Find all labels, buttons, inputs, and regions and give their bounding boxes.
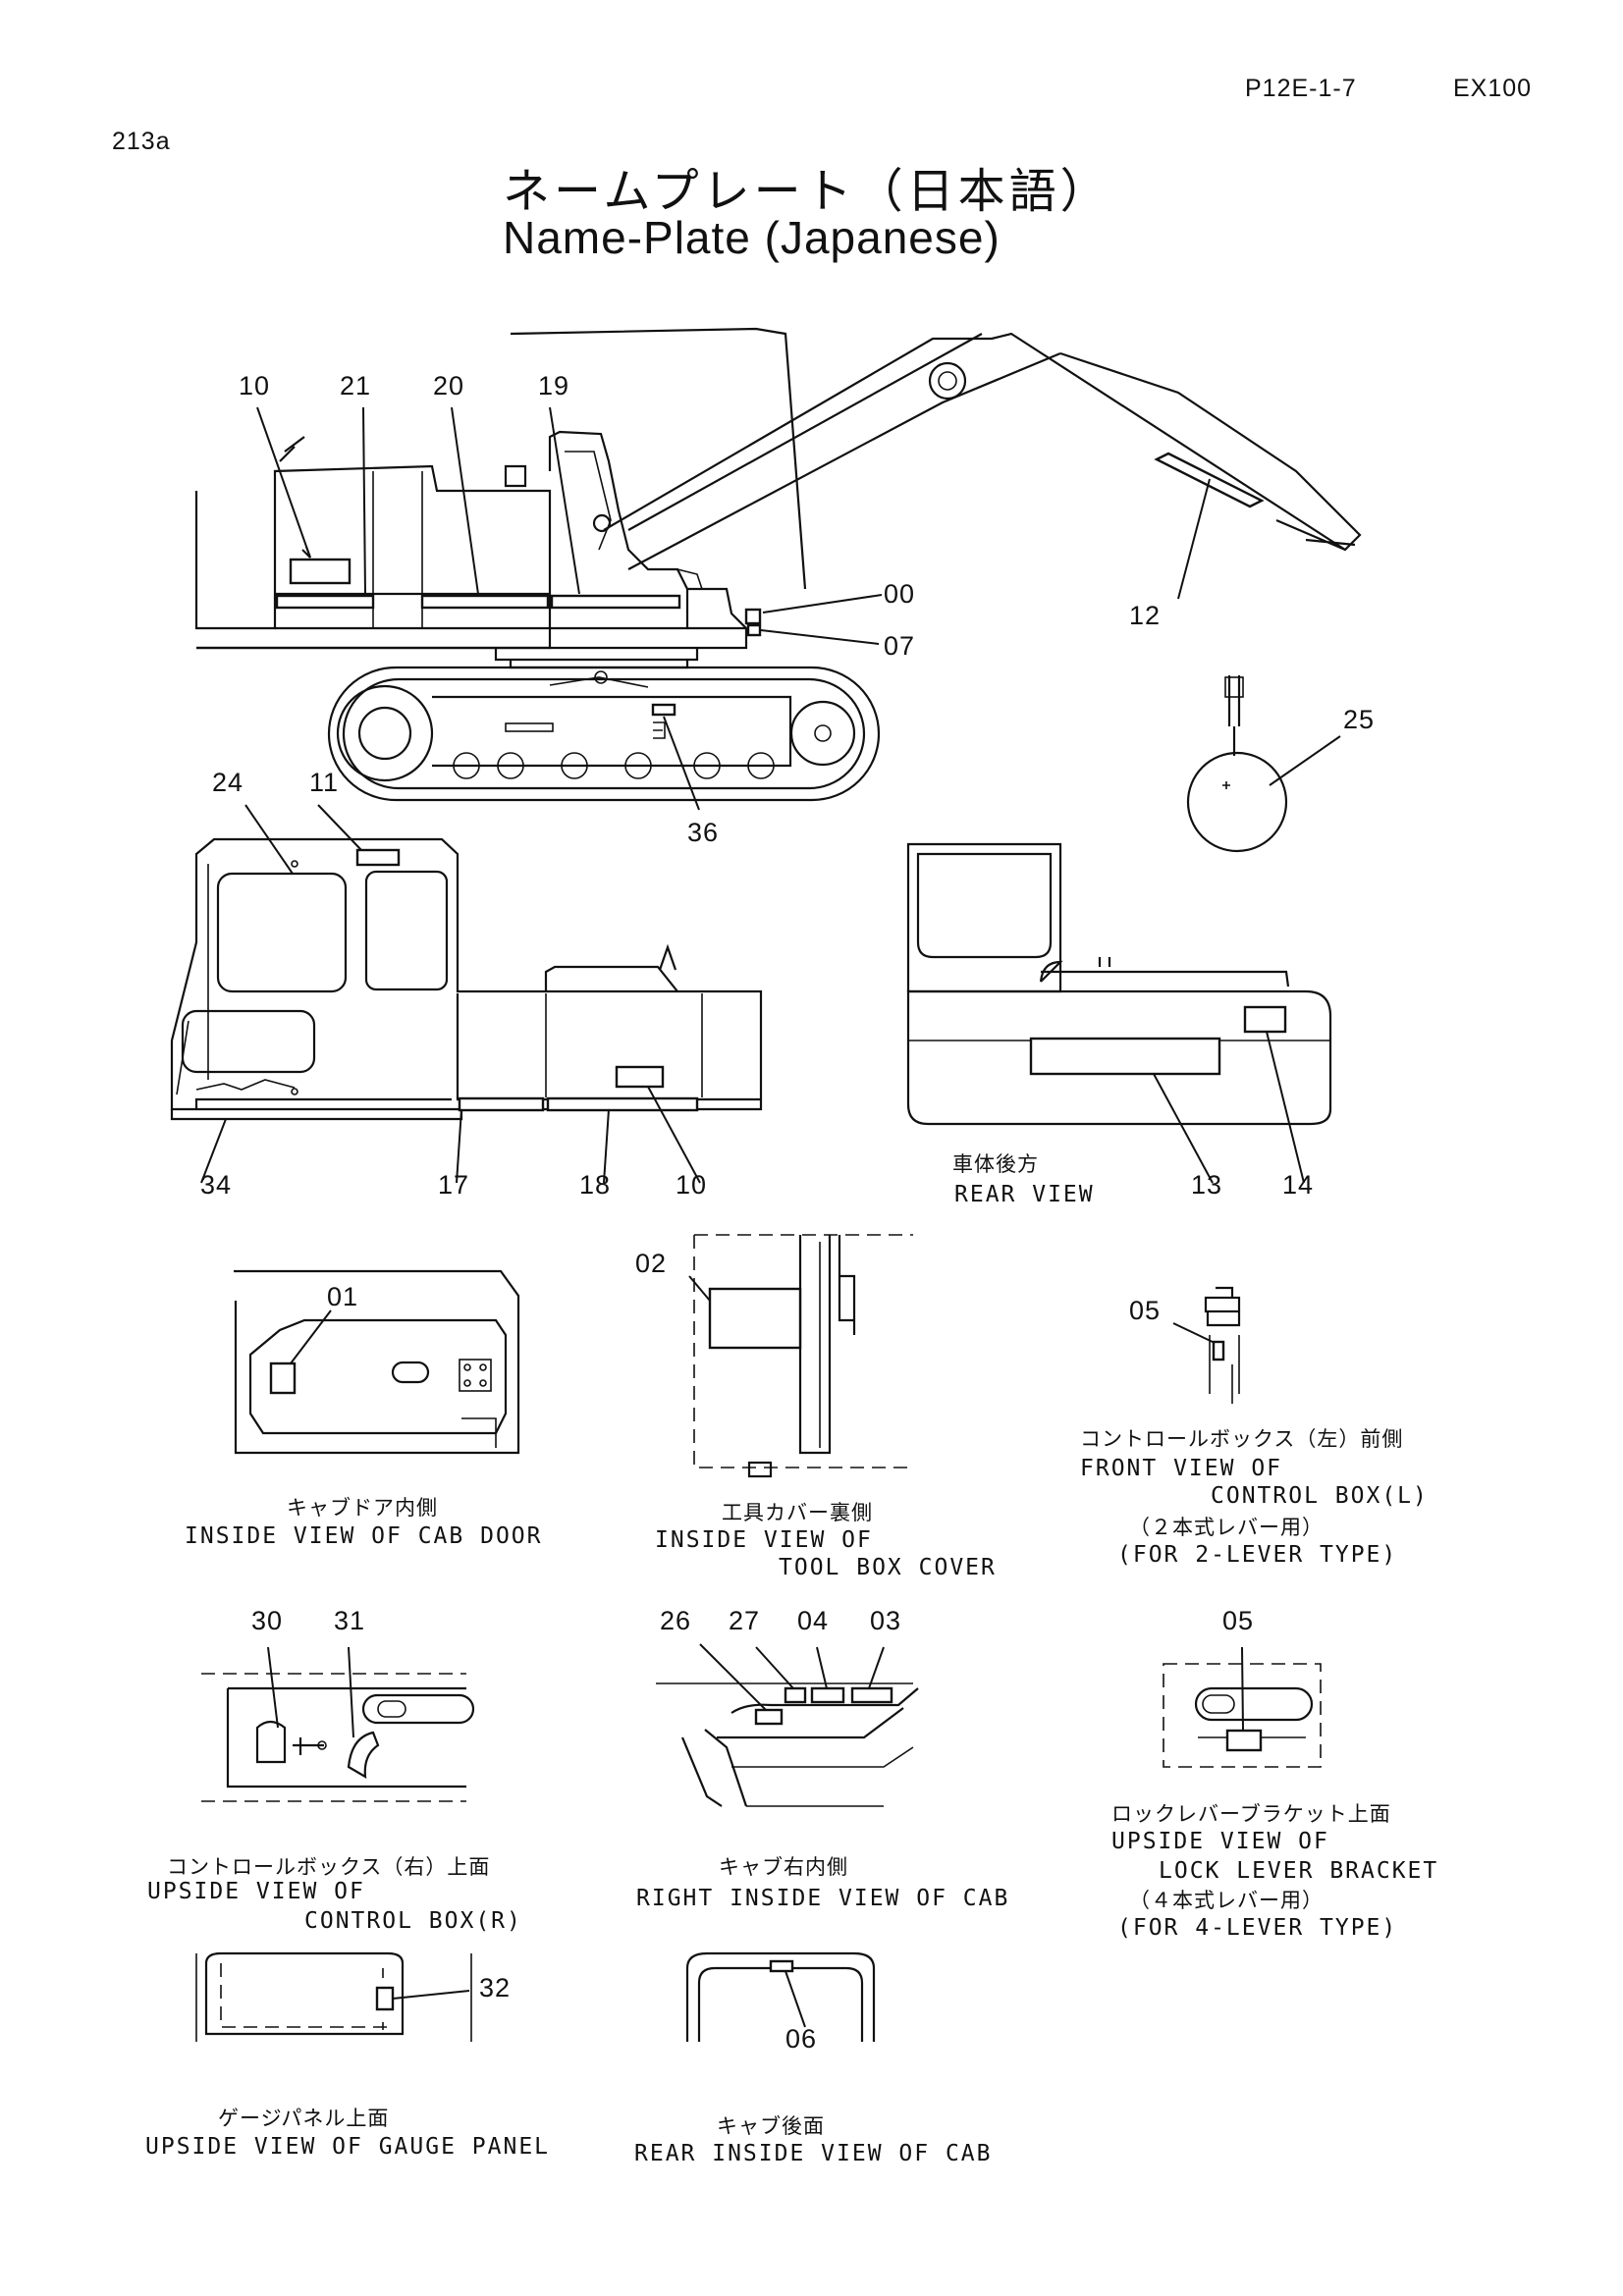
callout-19: 19 xyxy=(538,371,570,400)
callout-07: 07 xyxy=(884,631,916,661)
callout-14: 14 xyxy=(1282,1170,1315,1200)
model-label: EX100 xyxy=(1453,75,1533,102)
callout-00: 00 xyxy=(884,579,916,609)
cab-rear-inside-view xyxy=(685,1951,876,2042)
gauge-panel-upside-view xyxy=(195,1951,472,2042)
caption-cab-rear: REAR INSIDE VIEW OF CAB xyxy=(634,2141,993,2166)
callout-10-side: 10 xyxy=(239,371,271,400)
caption-control-box-l-1: FRONT VIEW OF xyxy=(1080,1456,1283,1481)
caption-lock-lever-2: LOCK LEVER BRACKET xyxy=(1159,1858,1439,1884)
callout-05-control-box: 05 xyxy=(1129,1296,1162,1325)
caption-cab-rear-jp: キャブ後面 xyxy=(717,2114,825,2138)
machine-rear-view xyxy=(906,842,1332,1126)
crawler-track xyxy=(327,666,881,802)
caption-control-box-r-jp: コントロールボックス（右）上面 xyxy=(167,1855,491,1879)
callout-12: 12 xyxy=(1129,601,1162,630)
caption-control-box-r-2: CONTROL BOX(R) xyxy=(304,1908,522,1934)
machine-left-side-view xyxy=(170,837,763,1121)
callout-36: 36 xyxy=(687,818,720,847)
tag-item-25 xyxy=(1186,675,1288,853)
lock-lever-bracket-upside-view xyxy=(1163,1663,1322,1768)
callout-05-lock-lever: 05 xyxy=(1222,1606,1255,1635)
callout-06: 06 xyxy=(785,2024,818,2054)
callout-11: 11 xyxy=(309,768,340,797)
callout-13: 13 xyxy=(1191,1170,1223,1200)
control-box-left-front-view xyxy=(1204,1286,1241,1404)
cab-right-inside-view xyxy=(656,1682,919,1807)
callout-03: 03 xyxy=(870,1606,902,1635)
callout-02: 02 xyxy=(635,1249,668,1278)
callout-01: 01 xyxy=(327,1282,359,1311)
callout-24: 24 xyxy=(212,768,244,797)
cab-door-inside-view xyxy=(234,1269,520,1455)
caption-control-box-l-jp: コントロールボックス（左）前側 xyxy=(1080,1427,1404,1451)
callout-21: 21 xyxy=(340,371,372,400)
callout-26: 26 xyxy=(660,1606,692,1635)
leader-lines xyxy=(200,406,1341,2028)
callout-30: 30 xyxy=(251,1606,284,1635)
caption-control-box-l-jp2: （２本式レバー用） xyxy=(1129,1516,1324,1539)
callout-27: 27 xyxy=(729,1606,761,1635)
doc-ref: P12E-1-7 xyxy=(1245,75,1357,102)
callout-32: 32 xyxy=(479,1973,512,2002)
caption-rear-view: REAR VIEW xyxy=(954,1182,1095,1207)
callout-25: 25 xyxy=(1343,705,1376,734)
callout-34: 34 xyxy=(200,1170,233,1200)
caption-cab-door: INSIDE VIEW OF CAB DOOR xyxy=(185,1523,543,1549)
page-title-japanese: ネームプレート（日本語） xyxy=(503,164,1111,219)
caption-cab-right-jp: キャブ右内側 xyxy=(719,1855,848,1879)
caption-lock-lever-jp2: （４本式レバー用） xyxy=(1129,1889,1324,1912)
callout-20: 20 xyxy=(433,371,465,400)
caption-gauge-panel: UPSIDE VIEW OF GAUGE PANEL xyxy=(145,2134,551,2160)
callout-04: 04 xyxy=(797,1606,830,1635)
caption-rear-view-jp: 車体後方 xyxy=(952,1152,1039,1176)
callout-18: 18 xyxy=(579,1170,612,1200)
caption-toolbox-jp: 工具カバー裏側 xyxy=(722,1501,873,1524)
caption-lock-lever-3: (FOR 4-LEVER TYPE) xyxy=(1117,1915,1398,1941)
caption-gauge-panel-jp: ゲージパネル上面 xyxy=(218,2107,390,2130)
caption-toolbox-2: TOOL BOX COVER xyxy=(779,1555,997,1580)
caption-cab-door-jp: キャブドア内側 xyxy=(287,1496,438,1520)
caption-control-box-r-1: UPSIDE VIEW OF xyxy=(147,1879,365,1904)
callout-10-left: 10 xyxy=(676,1170,708,1200)
caption-lock-lever-jp: ロックレバーブラケット上面 xyxy=(1111,1802,1391,1826)
caption-cab-right: RIGHT INSIDE VIEW OF CAB xyxy=(636,1886,1010,1911)
control-box-right-upside-view xyxy=(201,1673,475,1802)
caption-control-box-l-2: CONTROL BOX(L) xyxy=(1211,1483,1429,1509)
caption-control-box-l-3: (FOR 2-LEVER TYPE) xyxy=(1117,1542,1398,1568)
caption-lock-lever-1: UPSIDE VIEW OF xyxy=(1111,1829,1329,1854)
page-code: 213a xyxy=(112,128,171,155)
callout-31: 31 xyxy=(334,1606,366,1635)
callout-17: 17 xyxy=(438,1170,470,1200)
caption-toolbox-1: INSIDE VIEW OF xyxy=(655,1527,873,1553)
toolbox-cover-inside-view xyxy=(693,1234,913,1478)
page-title-english: Name-Plate (Japanese) xyxy=(503,212,1001,263)
